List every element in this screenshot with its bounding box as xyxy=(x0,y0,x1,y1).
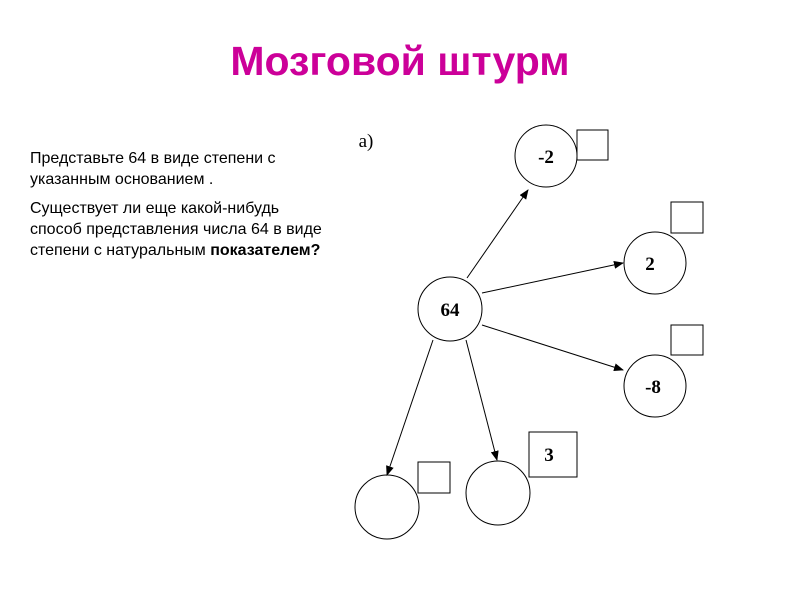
arrow-to-node-1 xyxy=(466,189,529,279)
node-5-exponent-box xyxy=(528,431,578,478)
node-3-base: -8 xyxy=(645,377,661,398)
arrow-to-node-3 xyxy=(481,324,624,372)
node-5-exponent: 3 xyxy=(544,445,554,466)
center-node xyxy=(417,276,483,342)
node-2-base: 2 xyxy=(645,254,655,275)
node-5-circle xyxy=(465,460,531,526)
arrow-to-node-5 xyxy=(465,339,499,461)
center-value: 64 xyxy=(441,300,461,321)
node-1-exponent-box xyxy=(576,129,609,161)
task-paragraph-2: Существует ли еще какой-нибудь способ пр… xyxy=(30,198,330,261)
diagram-label: а) xyxy=(359,131,374,152)
node-1-base: -2 xyxy=(538,147,554,168)
node-4-exponent-box xyxy=(417,461,451,494)
question-text: Существует ли еще какой-нибудь способ пр… xyxy=(30,200,322,259)
arrow-to-node-2 xyxy=(481,260,624,294)
question-bold: показателем? xyxy=(210,242,321,259)
node-3-exponent-box xyxy=(670,324,704,356)
slide-title: Мозговой штурм xyxy=(230,38,570,84)
node-2-circle xyxy=(623,231,687,295)
node-4-circle xyxy=(354,474,420,540)
arrow-to-node-4 xyxy=(386,339,434,476)
node-3-circle xyxy=(623,354,687,418)
task-text: Представьте 64 в виде степени с указанны… xyxy=(30,148,330,269)
task-paragraph-1: Представьте 64 в виде степени с указанны… xyxy=(30,150,276,188)
node-2-exponent-box xyxy=(670,201,704,234)
